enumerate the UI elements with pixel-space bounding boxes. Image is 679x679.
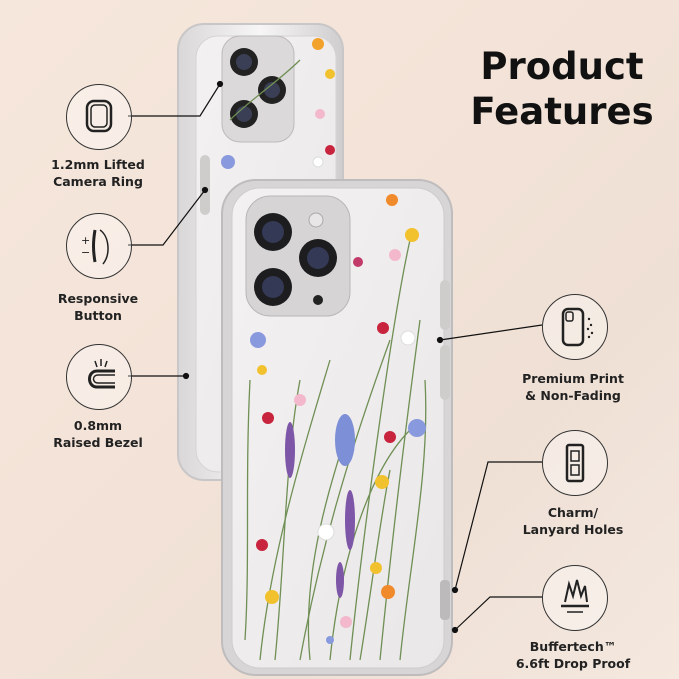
leader-lines	[128, 80, 543, 634]
svg-text:+: +	[81, 234, 90, 247]
drop-proof-label: Buffertech™ 6.6ft Drop Proof	[515, 639, 631, 671]
bezel-icon	[66, 344, 132, 410]
drop-proof-icon	[542, 565, 608, 631]
lanyard-holes-label: Charm/ Lanyard Holes	[522, 505, 624, 537]
button-icon: +−	[66, 213, 132, 279]
title-line-2: Features	[470, 90, 654, 133]
front-phone	[221, 38, 453, 676]
premium-print-label: Premium Print & Non-Fading	[522, 371, 624, 403]
title-line-1: Product	[480, 45, 644, 88]
page-title: Product Features	[452, 44, 672, 134]
camera-ring-label: 1.2mm Lifted Camera Ring	[51, 157, 145, 189]
premium-print-icon	[542, 294, 608, 360]
svg-text:−: −	[81, 246, 90, 259]
bezel-label: 0.8mm Raised Bezel	[53, 418, 143, 450]
lanyard-holes-icon	[542, 430, 608, 496]
button-label: Responsive Button	[57, 291, 139, 323]
camera-ring-icon	[66, 84, 132, 150]
